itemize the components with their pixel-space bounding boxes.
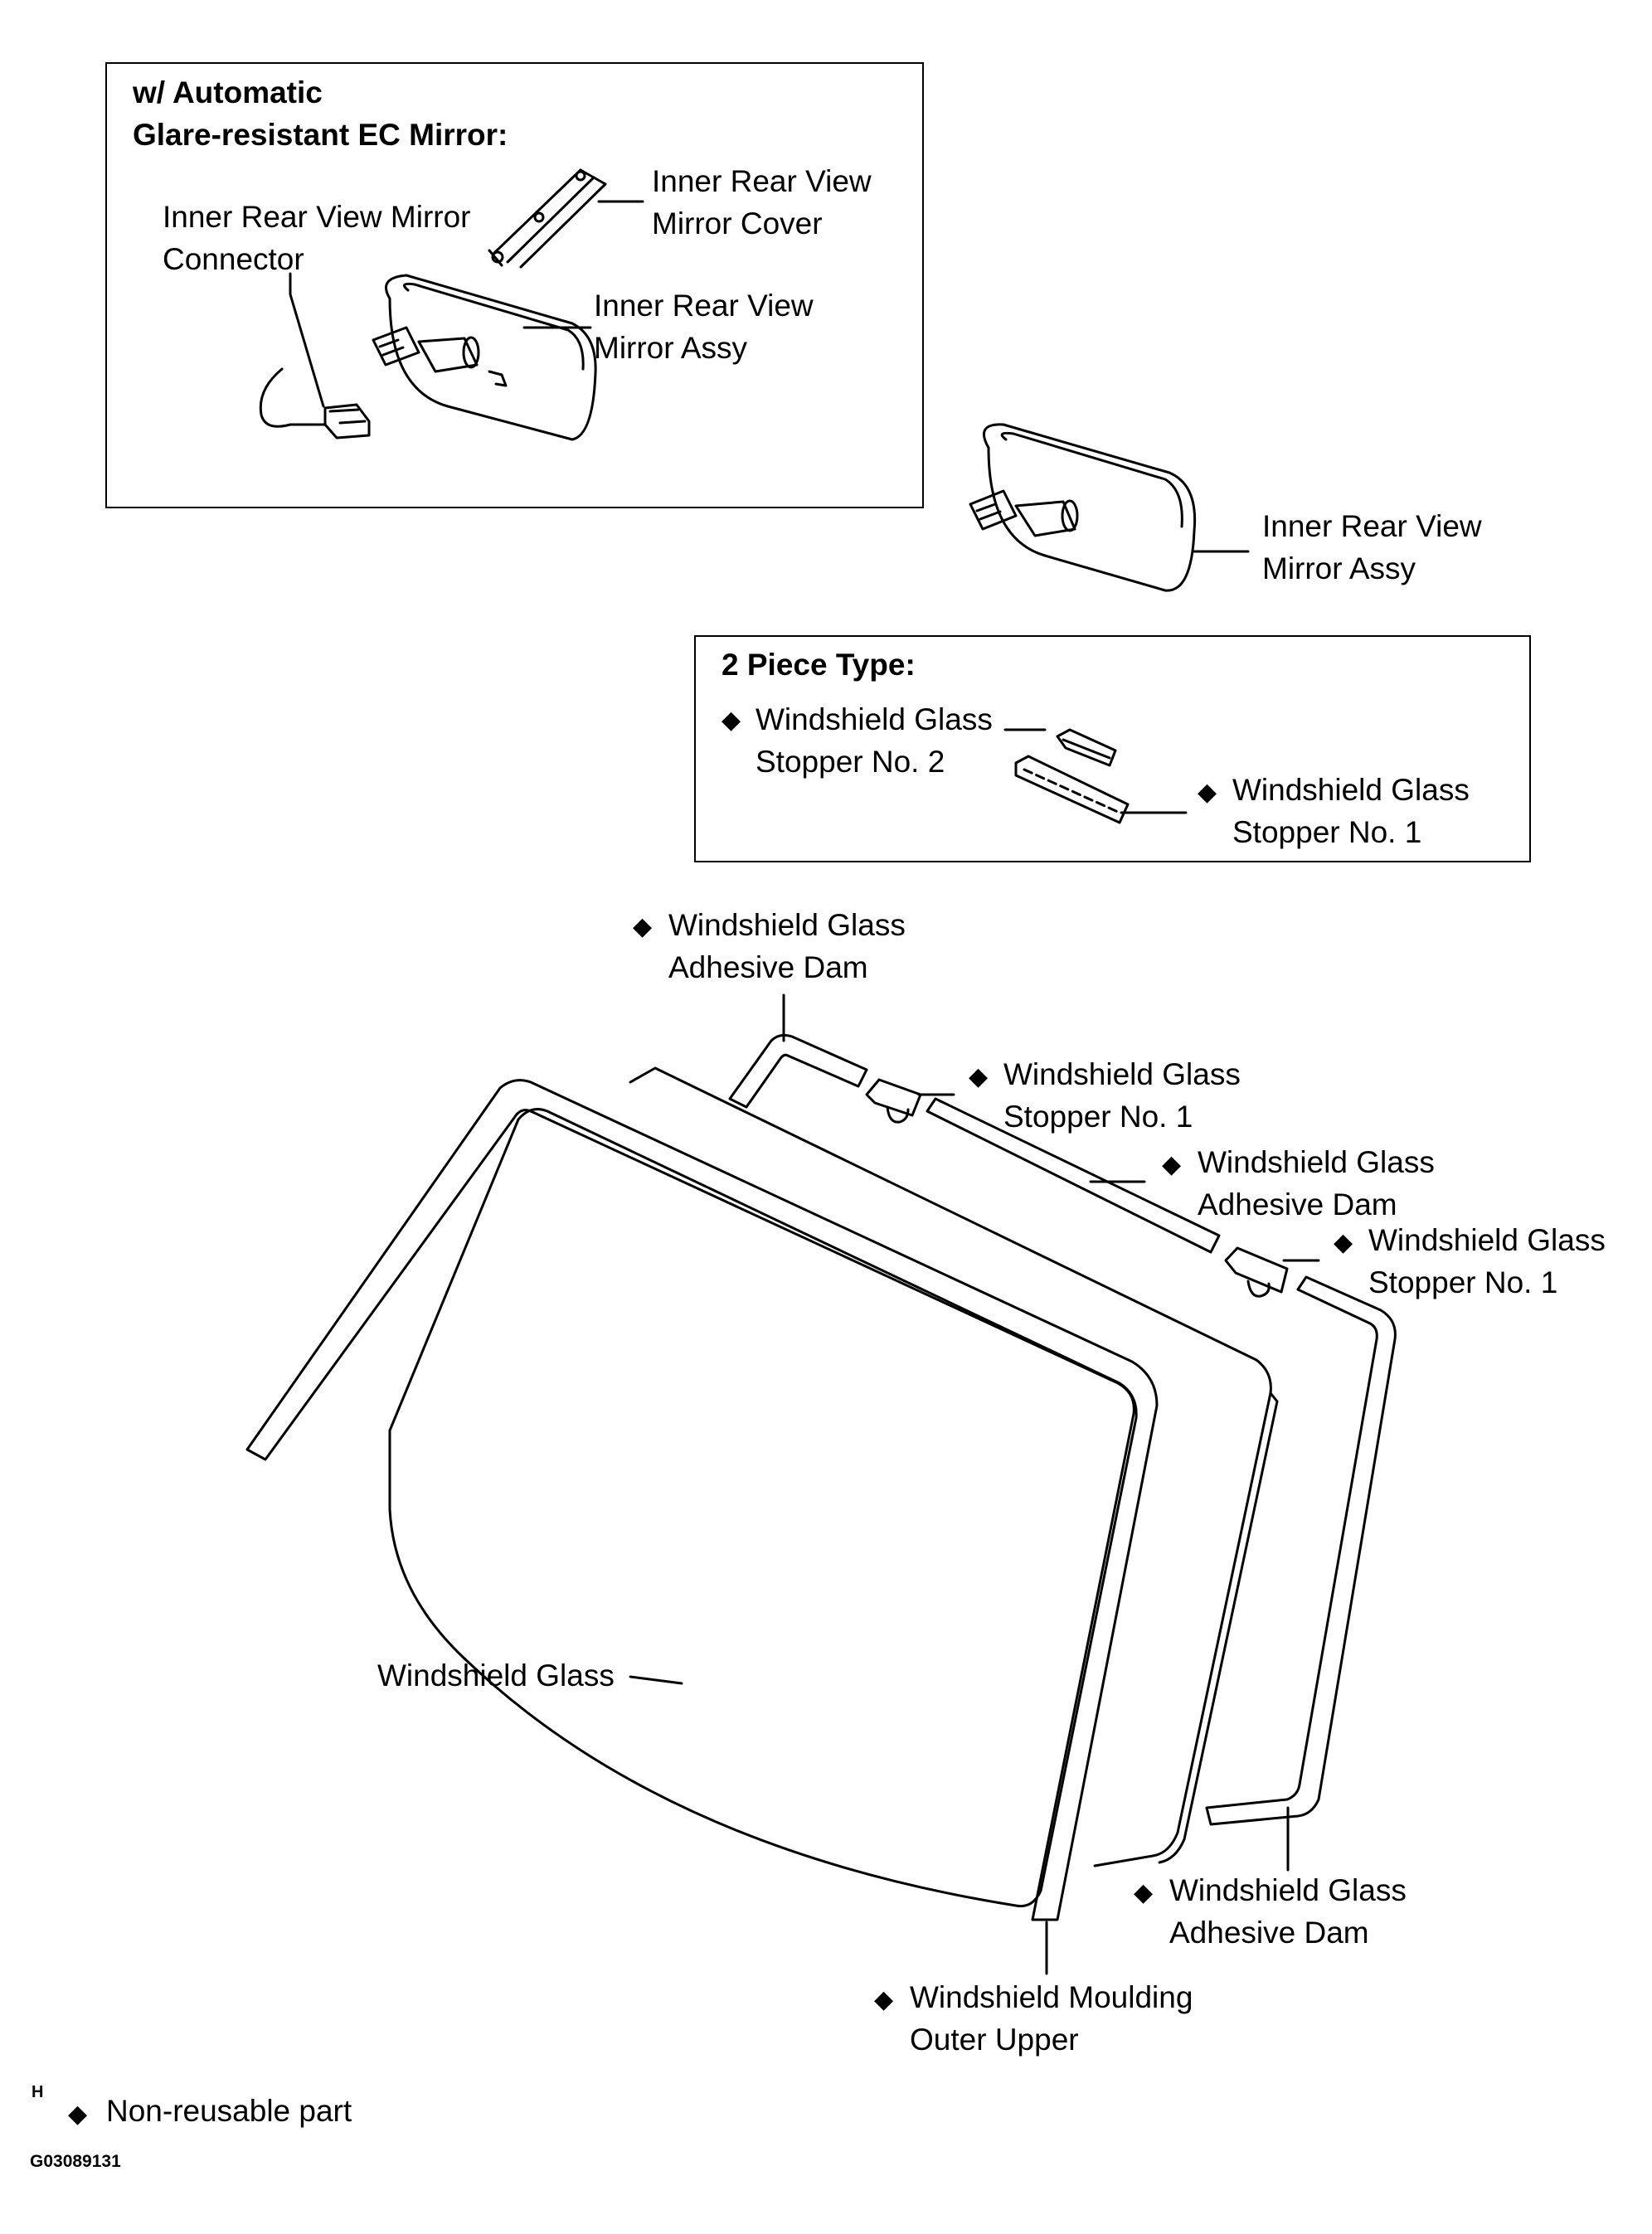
legend-marker: ◆	[68, 2100, 88, 2128]
stopper1-b-label-1: Windshield Glass	[1368, 1223, 1606, 1257]
two-piece-stopper1-label-1: Windshield Glass	[1232, 773, 1470, 807]
legend-text: Non-reusable part	[106, 2094, 352, 2128]
two-piece-stopper1-label-2: Stopper No. 1	[1232, 815, 1422, 849]
ec-mirror-assy-part	[372, 274, 597, 441]
moulding-label-1: Windshield Moulding	[910, 1980, 1193, 2014]
glass-edge-part	[629, 1066, 1272, 1867]
moulding-marker: ◆	[874, 1986, 894, 2013]
mirror-assy-part	[969, 423, 1197, 592]
ec-mirror-heading-1: w/ Automatic	[133, 75, 323, 109]
ec-mirror-box	[105, 62, 924, 508]
adhesive-dam-bottom-marker: ◆	[1134, 1879, 1154, 1906]
ec-mirror-connector-part	[259, 367, 371, 440]
two-piece-stopper1-marker: ◆	[1198, 779, 1217, 806]
adhesive-dam-bottom-label-2: Adhesive Dam	[1169, 1916, 1369, 1950]
moulding-outer-upper-part	[245, 1079, 1159, 1921]
stopper1-a-marker: ◆	[969, 1063, 989, 1090]
adhesive-dam-top-label-2: Adhesive Dam	[668, 950, 868, 984]
ec-connector-label-2: Connector	[163, 242, 304, 276]
ec-mirror-cover-part	[488, 168, 607, 269]
ec-mirror-heading-2: Glare-resistant EC Mirror:	[133, 118, 508, 152]
stopper1-a-label-2: Stopper No. 1	[1003, 1100, 1193, 1134]
adhesive-dam-top-label-1: Windshield Glass	[668, 908, 906, 942]
leader-connector	[289, 272, 325, 408]
adhesive-dam-mid-label-2: Adhesive Dam	[1198, 1187, 1397, 1221]
ec-cover-label-1: Inner Rear View	[652, 164, 872, 198]
adhesive-dam-mid-marker: ◆	[1162, 1151, 1182, 1178]
adhesive-dam-mid-label-1: Windshield Glass	[1198, 1145, 1435, 1179]
adhesive-dam-bottom-label-1: Windshield Glass	[1169, 1873, 1407, 1907]
stopper1-b-label-2: Stopper No. 1	[1368, 1265, 1558, 1299]
ec-connector-label-1: Inner Rear View Mirror	[163, 200, 471, 234]
ec-cover-label-2: Mirror Cover	[652, 206, 823, 240]
ec-assy-label-2: Mirror Assy	[594, 331, 747, 365]
adhesive-dam-top-part	[728, 1033, 868, 1109]
stopper1-b-marker: ◆	[1334, 1229, 1353, 1256]
two-piece-stopper2-part	[1056, 728, 1117, 767]
legend-h-mark: H	[32, 2083, 44, 2101]
two-piece-stopper2-label-1: Windshield Glass	[756, 702, 993, 736]
mirror-assy-label-1: Inner Rear View	[1262, 509, 1482, 543]
leader-windshield-glass	[629, 1675, 683, 1685]
stopper1-a-part	[865, 1078, 922, 1124]
two-piece-stopper2-label-2: Stopper No. 2	[756, 745, 945, 779]
two-piece-stopper2-marker: ◆	[722, 707, 741, 734]
figure-code: G03089131	[30, 2152, 121, 2171]
adhesive-dam-mid-part	[926, 1097, 1221, 1254]
adhesive-dam-bottom-part	[1205, 1275, 1397, 1826]
mirror-assy-label-2: Mirror Assy	[1262, 551, 1416, 585]
adhesive-dam-top-marker: ◆	[633, 913, 653, 940]
windshield-glass-part	[388, 1108, 1138, 1908]
ec-assy-label-1: Inner Rear View	[594, 289, 814, 323]
moulding-label-2: Outer Upper	[910, 2023, 1079, 2057]
stopper1-a-label-1: Windshield Glass	[1003, 1057, 1241, 1091]
glass-edge-part-inner	[1158, 1391, 1279, 1864]
stopper1-b-part	[1224, 1246, 1289, 1298]
windshield-glass-label: Windshield Glass	[377, 1659, 615, 1692]
two-piece-box	[694, 635, 1531, 862]
two-piece-heading: 2 Piece Type:	[722, 648, 916, 682]
